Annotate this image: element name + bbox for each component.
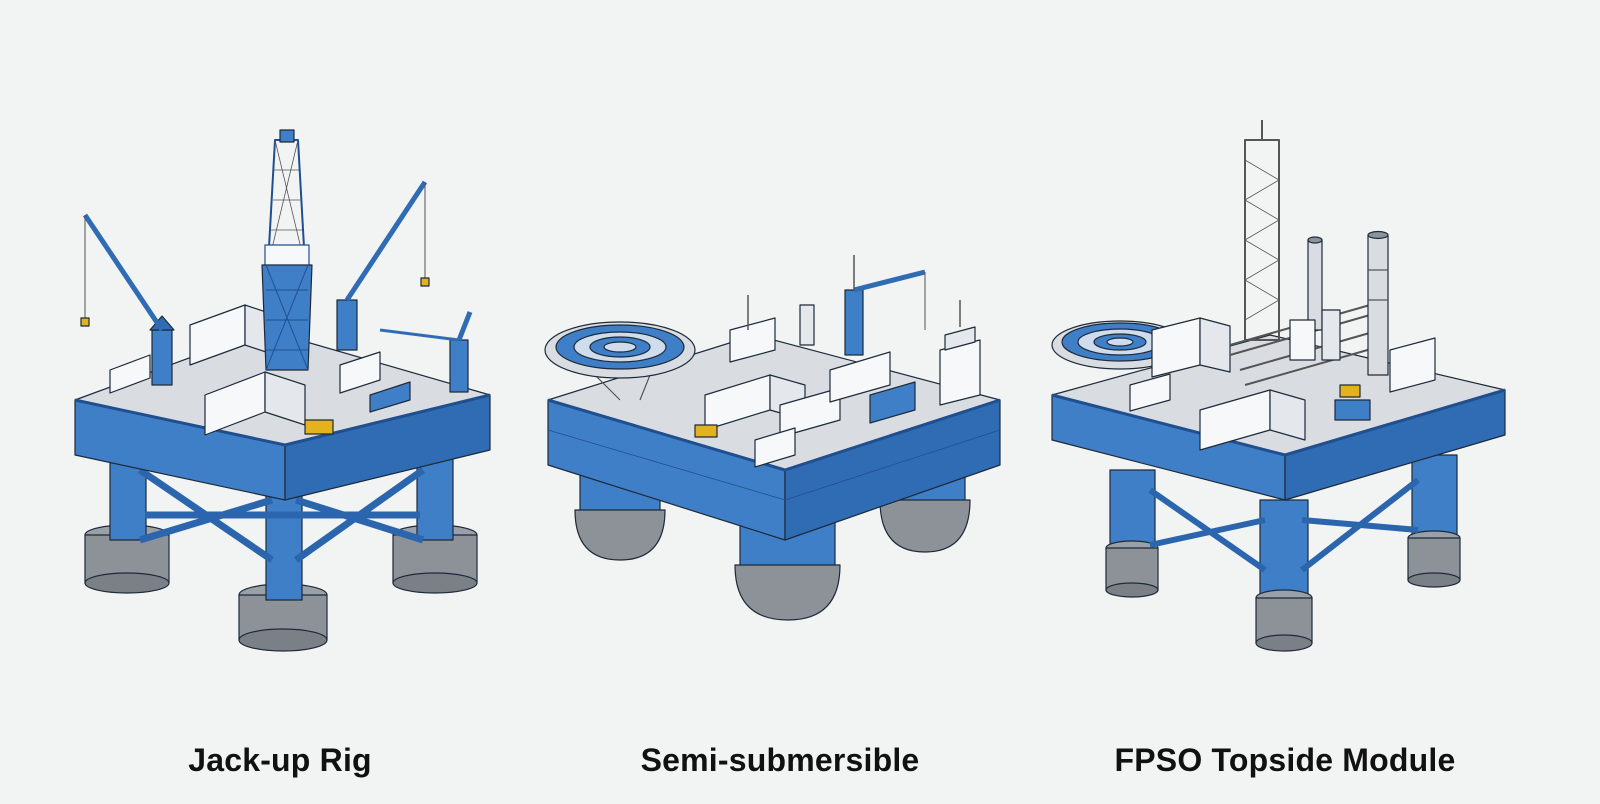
yellow-equipment (304, 419, 334, 435)
spud-can-front (238, 583, 328, 652)
accommodation-block (939, 300, 981, 406)
jack-up-rig-illustration (74, 129, 491, 652)
crane-right (336, 180, 430, 351)
exhaust-stack-2 (1367, 230, 1389, 376)
column-right (1407, 454, 1461, 588)
caption-jack-up-rig: Jack-up Rig (188, 742, 372, 778)
crane (844, 255, 926, 356)
caption-semi-submersible: Semi-submersible (640, 742, 920, 778)
leg-right (416, 454, 454, 541)
panel-semi-submersible: Semi-submersible (530, 0, 1030, 804)
semi-submersible-illustration (544, 255, 1001, 621)
process-module (729, 317, 776, 363)
spud-can-left (84, 524, 170, 594)
yellow-equipment (1339, 384, 1361, 398)
panel-jack-up-rig: Jack-up Rig (40, 0, 520, 804)
caption-fpso-topside-module: FPSO Topside Module (1114, 742, 1456, 778)
fpso-topside-illustration (1051, 120, 1506, 652)
flare-tower (1244, 120, 1280, 341)
column-left (1105, 469, 1159, 598)
panel-fpso-topside: FPSO Topside Module (1040, 0, 1530, 804)
exhaust-stack-1 (1307, 236, 1323, 331)
crane-left (80, 213, 175, 386)
yellow-equipment (694, 424, 718, 438)
spud-can-right (392, 524, 478, 594)
helideck (544, 321, 696, 401)
derrick (261, 129, 313, 371)
crane-aft (379, 311, 473, 393)
